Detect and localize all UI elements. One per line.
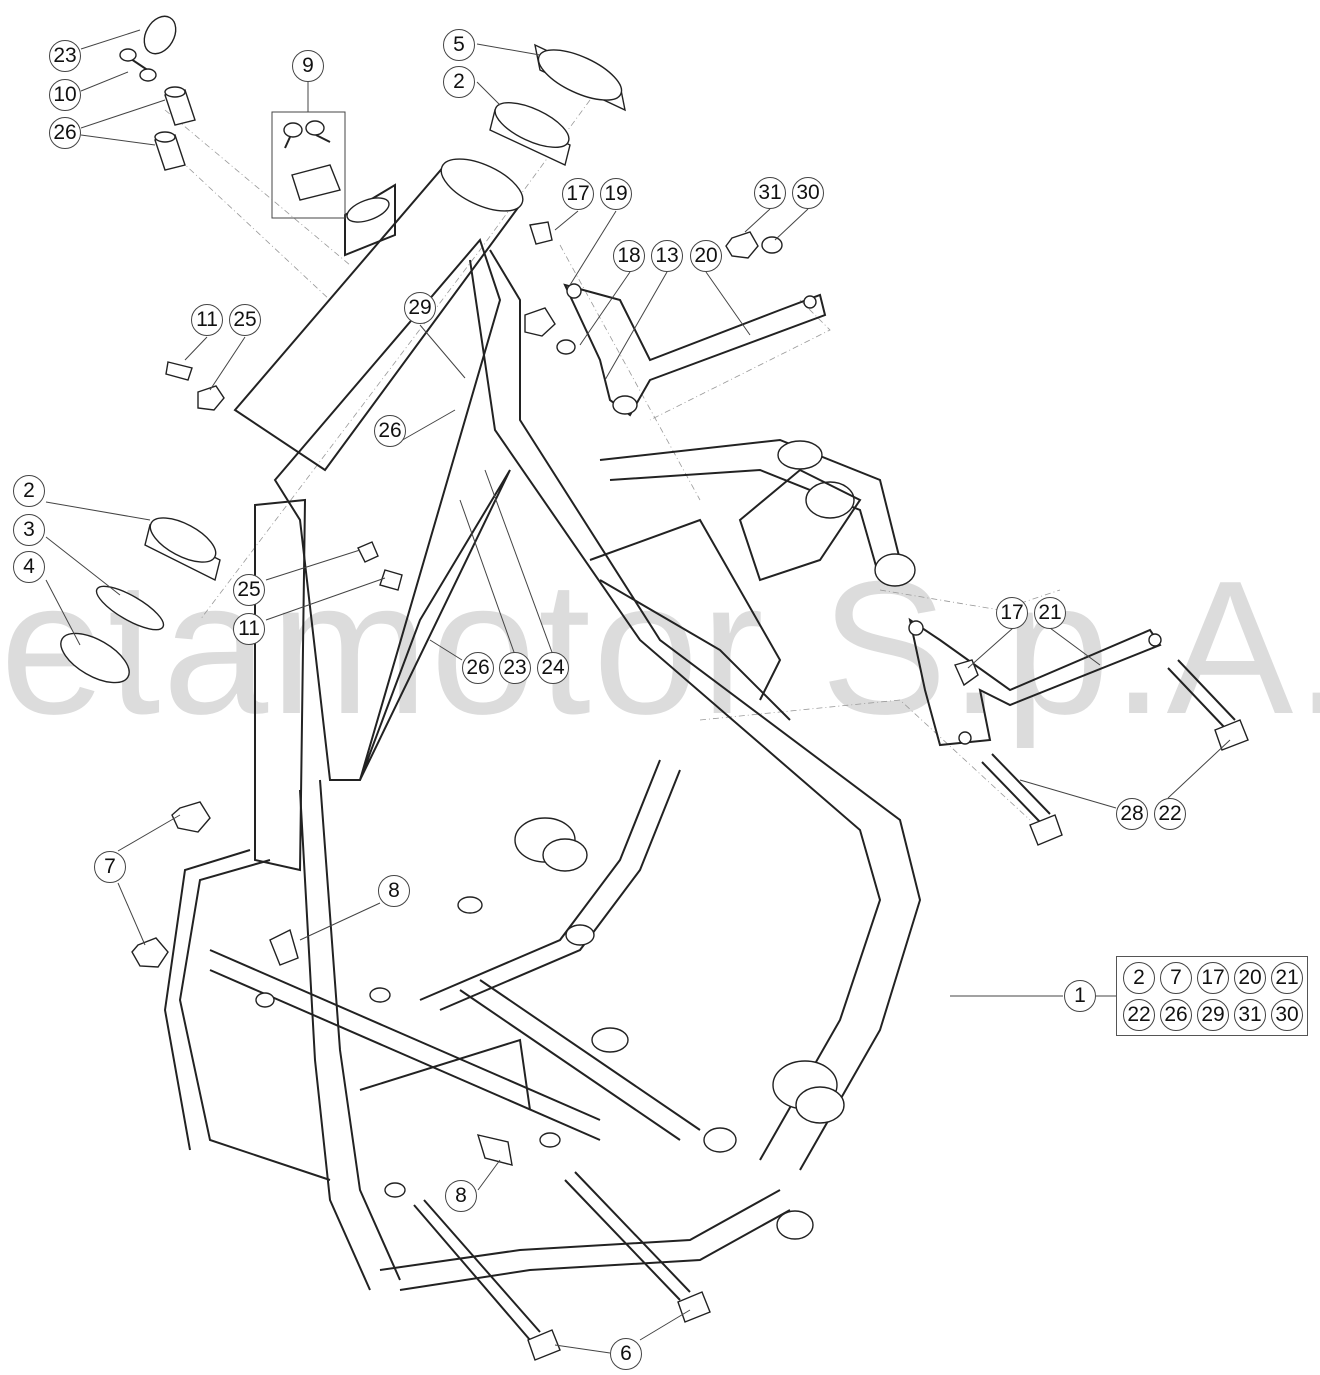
kit-item[interactable]: 21 <box>1271 962 1303 994</box>
rear-frame-bracket-lower <box>908 617 1162 747</box>
kit-item[interactable]: 29 <box>1197 999 1229 1031</box>
key-set-box <box>271 111 346 219</box>
callout-29[interactable]: 29 <box>404 292 436 324</box>
callout-2[interactable]: 2 <box>443 66 475 98</box>
kit-item[interactable]: 17 <box>1197 962 1229 994</box>
swingarm-pivot-assembly <box>599 438 916 587</box>
callout-26[interactable]: 26 <box>374 415 406 447</box>
callout-11[interactable]: 11 <box>191 304 223 336</box>
long-bolts <box>413 659 1249 1361</box>
callout-25[interactable]: 25 <box>233 574 265 606</box>
callout-9[interactable]: 9 <box>292 50 324 82</box>
callout-17[interactable]: 17 <box>996 597 1028 629</box>
kit-item[interactable]: 30 <box>1271 999 1303 1031</box>
kit-item[interactable]: 26 <box>1160 999 1192 1031</box>
rear-frame-bracket-upper <box>563 283 827 417</box>
callout-24[interactable]: 24 <box>537 652 569 684</box>
watermark: etamotor S.p.A. <box>0 548 1320 748</box>
callout-3[interactable]: 3 <box>13 514 45 546</box>
callout-30[interactable]: 30 <box>792 177 824 209</box>
callout-23[interactable]: 23 <box>49 40 81 72</box>
frame-gussets <box>254 238 511 872</box>
kit-item[interactable]: 31 <box>1234 999 1266 1031</box>
callout-26[interactable]: 26 <box>462 652 494 684</box>
main-frame-tubes <box>163 249 922 1291</box>
kit-item[interactable]: 20 <box>1234 962 1266 994</box>
callout-23[interactable]: 23 <box>499 652 531 684</box>
callout-5[interactable]: 5 <box>443 29 475 61</box>
callout-25[interactable]: 25 <box>229 304 261 336</box>
callout-6[interactable]: 6 <box>610 1338 642 1370</box>
callout-19[interactable]: 19 <box>600 178 632 210</box>
callout-1[interactable]: 1 <box>1064 980 1096 1012</box>
callout-10[interactable]: 10 <box>49 79 81 111</box>
spacer-bushings <box>154 86 196 171</box>
callout-21[interactable]: 21 <box>1034 597 1066 629</box>
callout-13[interactable]: 13 <box>651 240 683 272</box>
kit-item[interactable]: 7 <box>1160 962 1192 994</box>
nuts-and-washers <box>131 221 979 1166</box>
callout-20[interactable]: 20 <box>690 240 722 272</box>
callout-22[interactable]: 22 <box>1154 798 1186 830</box>
callout-11[interactable]: 11 <box>233 613 265 645</box>
callout-17[interactable]: 17 <box>562 178 594 210</box>
callout-26[interactable]: 26 <box>49 117 81 149</box>
engine-mount-bosses <box>255 817 845 1240</box>
callout-7[interactable]: 7 <box>94 851 126 883</box>
steering-bearing-bottom <box>60 517 221 684</box>
kit-item[interactable]: 2 <box>1123 962 1155 994</box>
steering-bearing-top <box>489 43 626 166</box>
cable-clamp <box>119 15 177 82</box>
kit-contents-box: 2 7 17 20 21 22 26 29 31 30 <box>1116 956 1308 1036</box>
callout-18[interactable]: 18 <box>613 240 645 272</box>
callout-2[interactable]: 2 <box>13 475 45 507</box>
kit-item[interactable]: 22 <box>1123 999 1155 1031</box>
callout-31[interactable]: 31 <box>754 177 786 209</box>
callout-8[interactable]: 8 <box>378 875 410 907</box>
callout-28[interactable]: 28 <box>1116 798 1148 830</box>
callout-4[interactable]: 4 <box>13 551 45 583</box>
callout-8[interactable]: 8 <box>445 1180 477 1212</box>
steering-head-tube <box>233 158 524 472</box>
